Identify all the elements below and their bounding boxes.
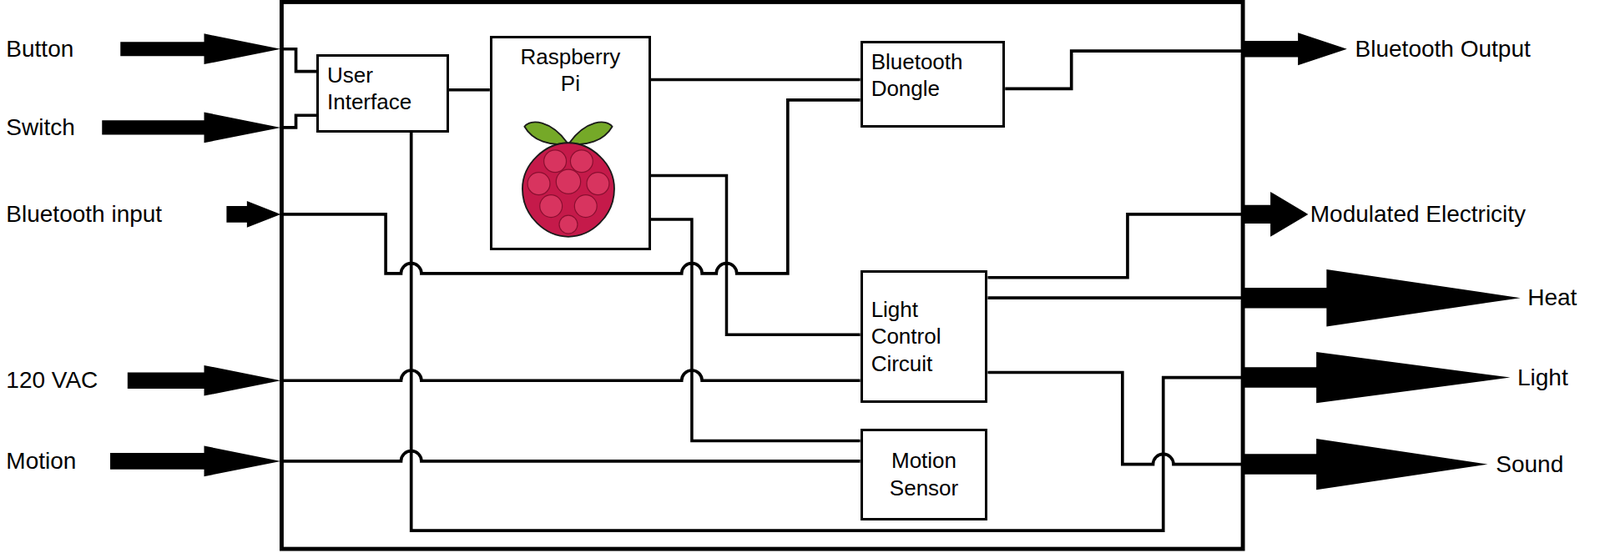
button-wire [280, 49, 317, 72]
output-label: Modulated Electricity [1310, 200, 1526, 229]
light-wire [411, 132, 1243, 531]
node-label: User Interface [327, 61, 439, 117]
connector-wire [651, 219, 861, 441]
output-label: Heat [1527, 283, 1577, 313]
output-label: Sound [1495, 450, 1564, 480]
output-arrow [1242, 352, 1510, 404]
processor-box: Raspberry Pi [489, 35, 652, 251]
node-label: Raspberry Pi [511, 43, 629, 98]
dongle-box: Bluetooth Dongle [860, 40, 1006, 128]
output-label: Light [1517, 363, 1569, 393]
modulated-wire [987, 214, 1243, 278]
output-arrow [1242, 269, 1521, 328]
input-arrow [127, 365, 281, 397]
connector-wire [651, 175, 861, 335]
node-label: Motion Sensor [871, 447, 978, 502]
input-arrow [110, 446, 281, 478]
output-arrow [1242, 32, 1348, 66]
motion-wire [280, 451, 860, 462]
power-wire [280, 370, 860, 381]
node-label: Light Control Circuit [871, 296, 978, 379]
sensor-box: Motion Sensor [860, 429, 989, 521]
bluetooth-input-wire [280, 100, 860, 274]
switch-wire [280, 115, 317, 128]
connector-wire [449, 88, 490, 92]
input-label: Switch [5, 113, 75, 142]
housing-outline [281, 1, 1243, 550]
control-circuit-box: Light Control Circuit [860, 270, 989, 404]
input-arrow [226, 201, 281, 228]
output-label: Bluetooth Output [1355, 35, 1531, 64]
connector-wire [651, 78, 861, 82]
arrows [101, 32, 1520, 490]
input-arrow [101, 112, 281, 144]
heat-wire [987, 296, 1243, 300]
output-arrow [1242, 191, 1308, 238]
wires [280, 1, 1243, 550]
node-label: Bluetooth Dongle [871, 48, 995, 103]
raspberry-logo [522, 121, 615, 237]
input-label: Bluetooth input [5, 200, 162, 229]
input-arrow [120, 33, 281, 65]
output-arrow [1242, 439, 1488, 490]
input-label: Button [5, 35, 74, 64]
bluetooth-output-wire [1004, 50, 1243, 89]
input-label: 120 VAC [5, 366, 98, 395]
sound-wire [987, 372, 1243, 465]
interface-box: User Interface [316, 54, 450, 133]
input-label: Motion [5, 447, 76, 476]
